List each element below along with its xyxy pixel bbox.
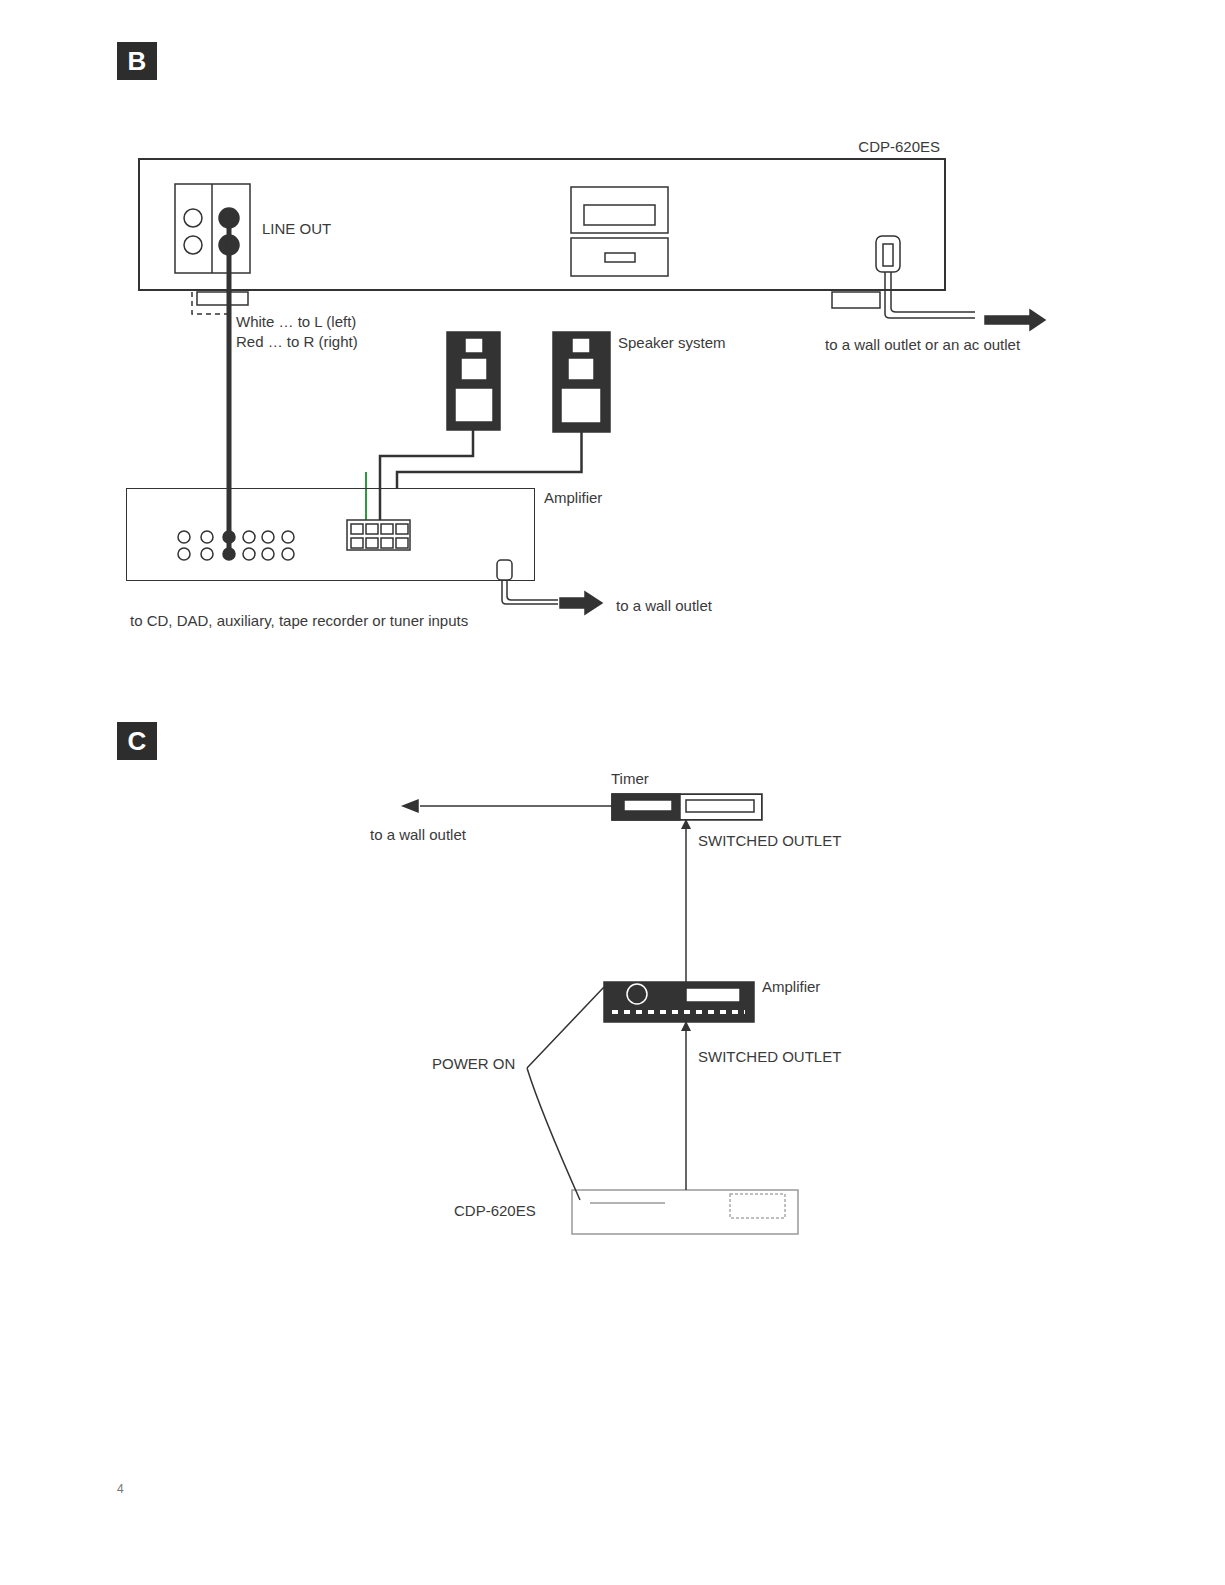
edge-label: SWITCHED OUTLET xyxy=(698,832,841,850)
node-heading: B xyxy=(117,47,157,75)
cable xyxy=(397,432,582,488)
outlet-note: to a wall outlet or an ac outlet xyxy=(825,336,1020,354)
node-heading: CDP-620ES xyxy=(454,1202,536,1220)
node-heading: Amplifier xyxy=(544,489,602,507)
cd-player: CDP-620ES xyxy=(572,1190,798,1234)
node-heading: C xyxy=(117,727,157,755)
amplifier: Amplifier xyxy=(126,488,535,581)
cable xyxy=(227,291,232,488)
edge-label: SWITCHED OUTLET xyxy=(698,1048,841,1066)
section-badge: C xyxy=(117,722,157,760)
speaker: Speaker system xyxy=(553,332,610,432)
port-label: LINE OUT xyxy=(262,220,331,238)
outlet-note: to a wall outlet xyxy=(616,597,712,615)
power-cord xyxy=(685,820,687,982)
node-heading: Amplifier xyxy=(762,978,820,996)
node-heading: CDP-620ES xyxy=(858,138,940,156)
wire-note: Red … to R (right) xyxy=(236,333,358,351)
node-heading: Timer xyxy=(611,770,649,788)
power-cord xyxy=(685,1022,687,1190)
wire-note: White … to L (left) xyxy=(236,313,356,331)
timer: Timer xyxy=(612,794,762,820)
input-note: to CD, DAD, auxiliary, tape recorder or … xyxy=(130,612,468,630)
amplifier: Amplifier xyxy=(604,982,754,1022)
outlet-note: to a wall outlet xyxy=(370,826,466,844)
section-badge: B xyxy=(117,42,157,80)
node-heading: Speaker system xyxy=(618,334,726,352)
cd-player: CDP-620ESLINE OUT xyxy=(138,158,946,291)
callout-label: POWER ON xyxy=(432,1055,515,1073)
page-number: 4 xyxy=(117,1480,124,1498)
